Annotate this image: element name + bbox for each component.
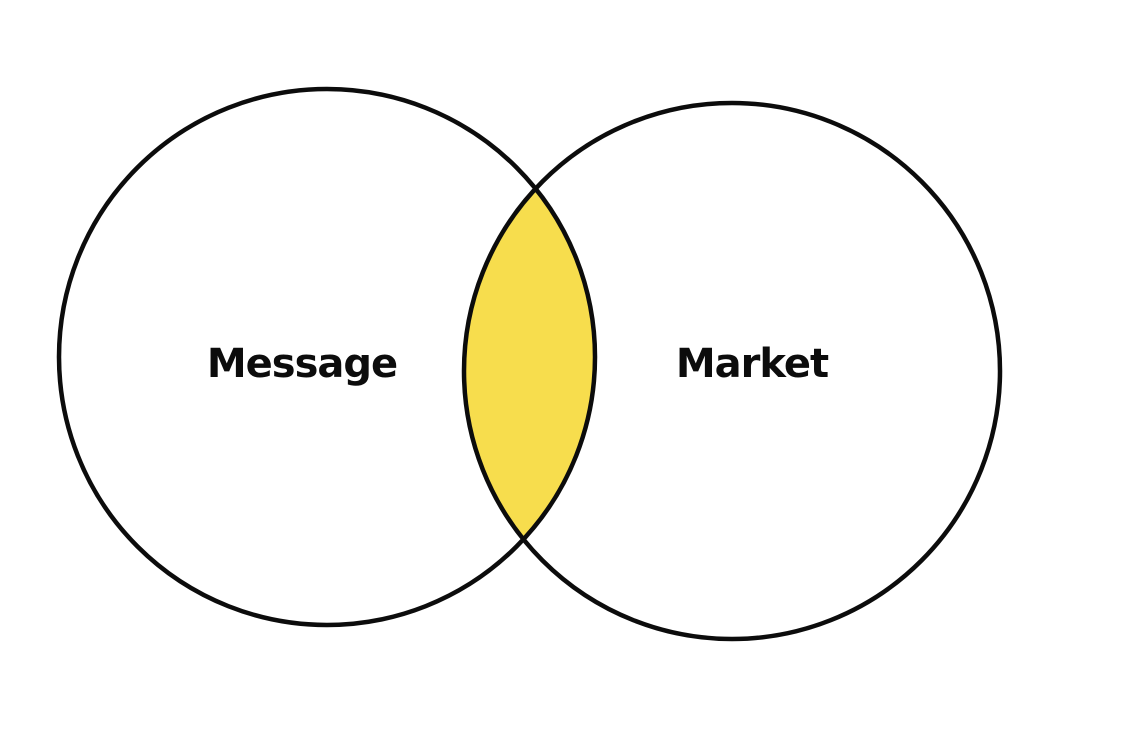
- message-circle: [56, 86, 598, 628]
- message-label: Message: [207, 341, 397, 387]
- market-circle: [461, 100, 1003, 642]
- market-label: Market: [676, 341, 829, 387]
